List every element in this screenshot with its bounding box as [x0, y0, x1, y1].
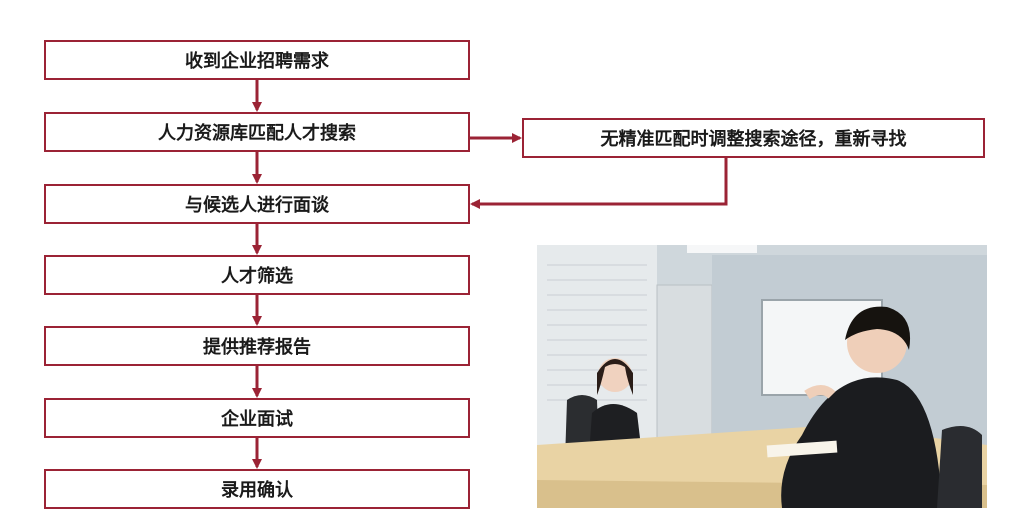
- step-7-box: 录用确认: [44, 469, 470, 509]
- step-6-label: 企业面试: [221, 409, 293, 430]
- step-6-box: 企业面试: [44, 398, 470, 438]
- step-3-box: 与候选人进行面谈: [44, 184, 470, 224]
- interview-photo: [537, 245, 987, 508]
- step-1-label: 收到企业招聘需求: [185, 51, 329, 72]
- side-step-box: 无精准匹配时调整搜索途径，重新寻找: [522, 118, 985, 158]
- step-1-box: 收到企业招聘需求: [44, 40, 470, 80]
- step-4-box: 人才筛选: [44, 255, 470, 295]
- step-5-label: 提供推荐报告: [203, 337, 311, 358]
- step-7-label: 录用确认: [221, 480, 293, 501]
- step-2-box: 人力资源库匹配人才搜索: [44, 112, 470, 152]
- side-step-label: 无精准匹配时调整搜索途径，重新寻找: [600, 129, 907, 150]
- step-2-label: 人力资源库匹配人才搜索: [158, 123, 356, 144]
- step-3-label: 与候选人进行面谈: [185, 195, 329, 216]
- step-5-box: 提供推荐报告: [44, 326, 470, 366]
- arrow-side-step3: [470, 158, 728, 209]
- step-4-label: 人才筛选: [221, 266, 293, 287]
